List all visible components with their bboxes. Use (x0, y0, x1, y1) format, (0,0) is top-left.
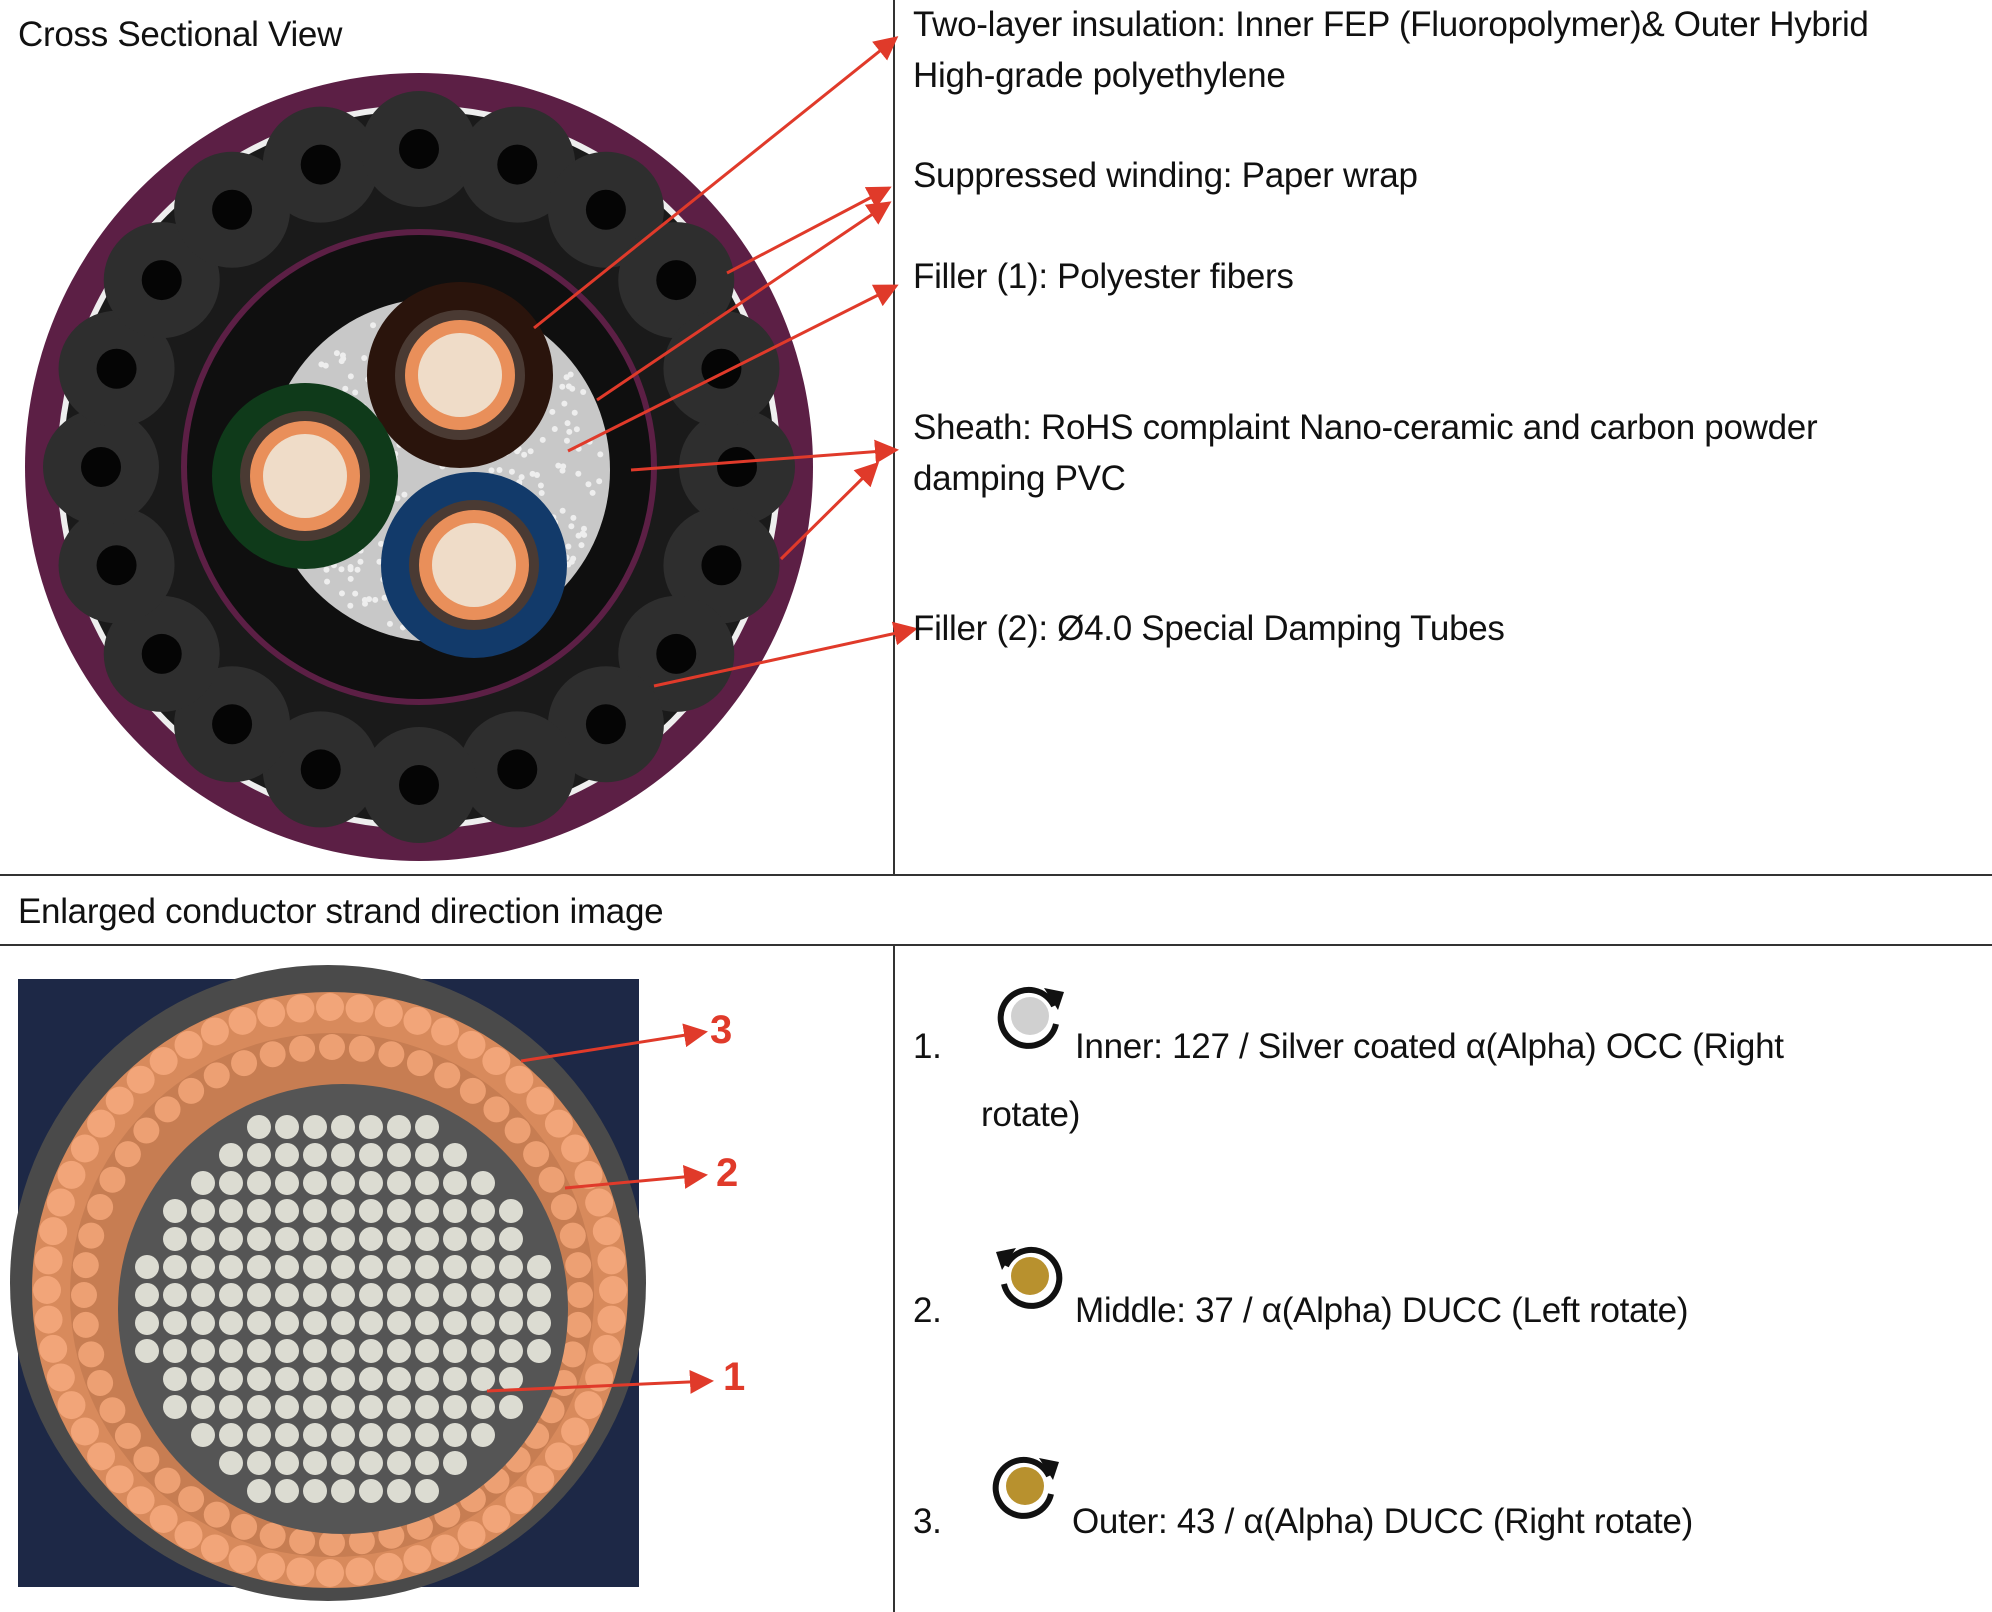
cross-section-title: Cross Sectional View (18, 10, 342, 60)
label-filler2: Filler (2): Ø4.0 Special Damping Tubes (913, 604, 1505, 654)
label-sheath-cont: damping PVC (913, 454, 1126, 504)
item-1-text: Inner: 127 / Silver coated α(Alpha) OCC … (1075, 1022, 1784, 1072)
label-winding: Suppressed winding: Paper wrap (913, 151, 1418, 201)
callout-arrow (487, 1381, 711, 1391)
photo-marker-2: 2 (716, 1148, 738, 1198)
item-1-text-cont: rotate) (981, 1090, 1080, 1140)
callout-arrow (781, 464, 877, 559)
callout-arrow (597, 203, 889, 400)
item-2-text: Middle: 37 / α(Alpha) DUCC (Left rotate) (1075, 1286, 1688, 1336)
item-2-number: 2. (913, 1286, 942, 1336)
callout-arrow (521, 1032, 705, 1061)
label-filler1: Filler (1): Polyester fibers (913, 252, 1294, 302)
label-insulation: Two-layer insulation: Inner FEP (Fluorop… (913, 0, 1869, 50)
label-sheath: Sheath: RoHS complaint Nano-ceramic and … (913, 403, 1817, 453)
photo-marker-1: 1 (723, 1352, 745, 1402)
label-insulation-cont: High-grade polyethylene (913, 51, 1286, 101)
callout-arrow (631, 450, 896, 470)
callout-arrow (654, 629, 915, 686)
callout-arrow (565, 1175, 705, 1188)
photo-marker-3: 3 (710, 1005, 732, 1055)
item-1-number: 1. (913, 1022, 942, 1072)
rotate-right-gold-icon (983, 1442, 1067, 1526)
strand-section-title: Enlarged conductor strand direction imag… (18, 887, 663, 937)
item-3-number: 3. (913, 1497, 942, 1547)
rotate-left-gold-icon (988, 1232, 1072, 1316)
rotate-right-silver-icon (988, 972, 1072, 1056)
callout-arrow (568, 286, 896, 451)
callout-arrow (727, 188, 889, 273)
item-3-text: Outer: 43 / α(Alpha) DUCC (Right rotate) (1072, 1497, 1693, 1547)
callout-arrow (534, 38, 896, 328)
